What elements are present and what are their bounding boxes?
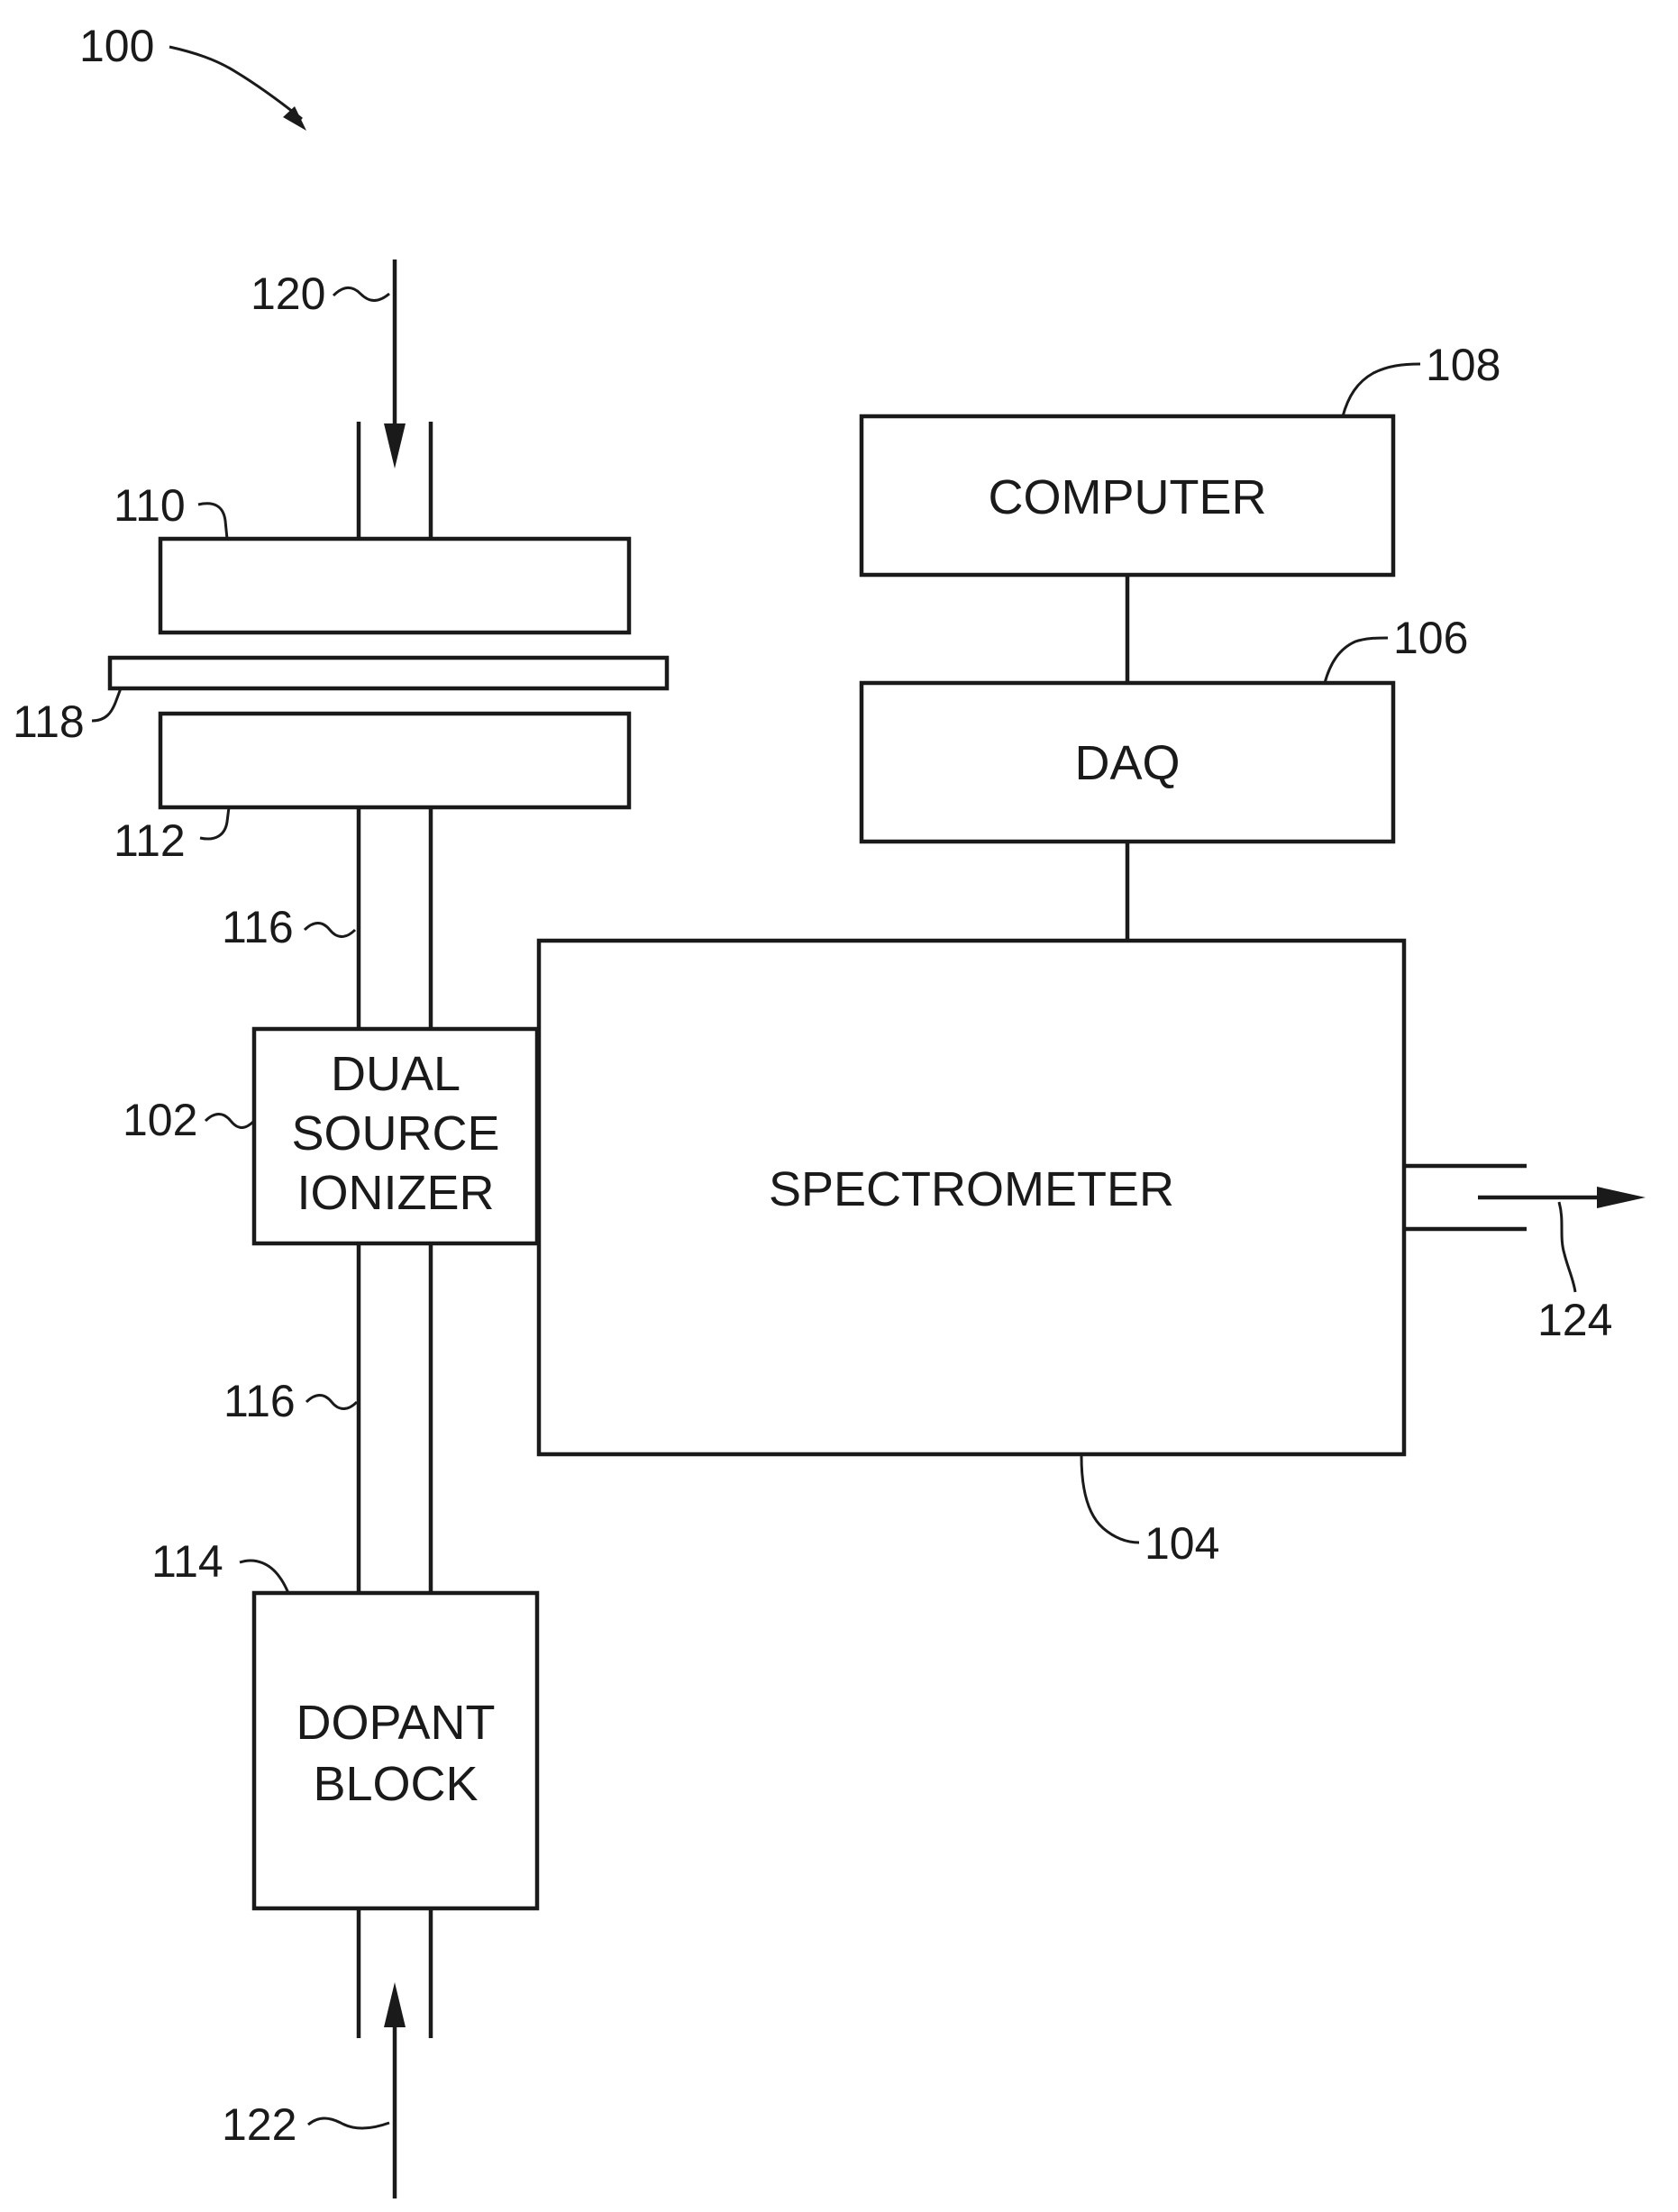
ref-sample-inlet: 120	[251, 269, 325, 319]
ionizer-label-line-2: SOURCE	[291, 1106, 499, 1161]
upper-plate	[160, 539, 629, 633]
ionizer-label-line-3: IONIZER	[296, 1166, 494, 1220]
ref-conduit-upper: 116	[222, 902, 294, 952]
ref-exhaust-outlet-leader	[1559, 1202, 1575, 1292]
ref-conduit-lower: 116	[223, 1376, 296, 1426]
sample-inlet-arrowhead	[384, 423, 406, 469]
ref-conduit-lower-leader	[306, 1396, 357, 1409]
ref-membrane-leader	[92, 688, 121, 721]
ref-dopant-block: 114	[151, 1536, 223, 1587]
ref-daq-leader	[1325, 638, 1388, 683]
ref-system: 100	[79, 21, 154, 71]
ref-dopant-block-leader	[240, 1561, 288, 1593]
ref-lower-plate-leader	[200, 807, 229, 839]
lower-plate	[160, 714, 629, 807]
dopant-block	[254, 1593, 537, 1908]
ref-ionizer-leader	[205, 1115, 254, 1128]
ref-membrane: 118	[13, 696, 85, 747]
ref-dopant-inlet: 122	[222, 2099, 296, 2150]
daq-label: DAQ	[1074, 736, 1180, 790]
ref-daq: 106	[1393, 613, 1468, 663]
ref-upper-plate-leader	[198, 504, 227, 539]
ref-computer-leader	[1343, 364, 1420, 416]
ref-lower-plate: 112	[114, 815, 186, 866]
dopant-label-line-2: BLOCK	[313, 1757, 478, 1811]
exhaust-arrowhead	[1597, 1187, 1646, 1208]
ref-spectrometer-leader	[1081, 1456, 1139, 1543]
ref-upper-plate: 110	[114, 480, 186, 531]
ref-exhaust-outlet: 124	[1537, 1295, 1612, 1345]
dopant-inlet-arrowhead	[384, 1982, 406, 2027]
ref-ionizer: 102	[123, 1095, 197, 1145]
membrane	[110, 658, 667, 688]
dopant-label-line-1: DOPANT	[296, 1696, 495, 1750]
spectrometer-label: SPECTROMETER	[769, 1162, 1174, 1216]
ref-spectrometer: 104	[1145, 1518, 1219, 1569]
ref-computer: 108	[1426, 340, 1500, 390]
ref-system-leader	[169, 47, 302, 119]
ref-system-arrowhead	[283, 106, 306, 131]
ref-conduit-upper-leader	[305, 924, 355, 937]
ref-dopant-inlet-leader	[308, 2118, 389, 2128]
ref-sample-inlet-leader	[333, 287, 389, 300]
ionizer-label-line-1: DUAL	[331, 1047, 461, 1101]
computer-label: COMPUTER	[989, 470, 1267, 524]
